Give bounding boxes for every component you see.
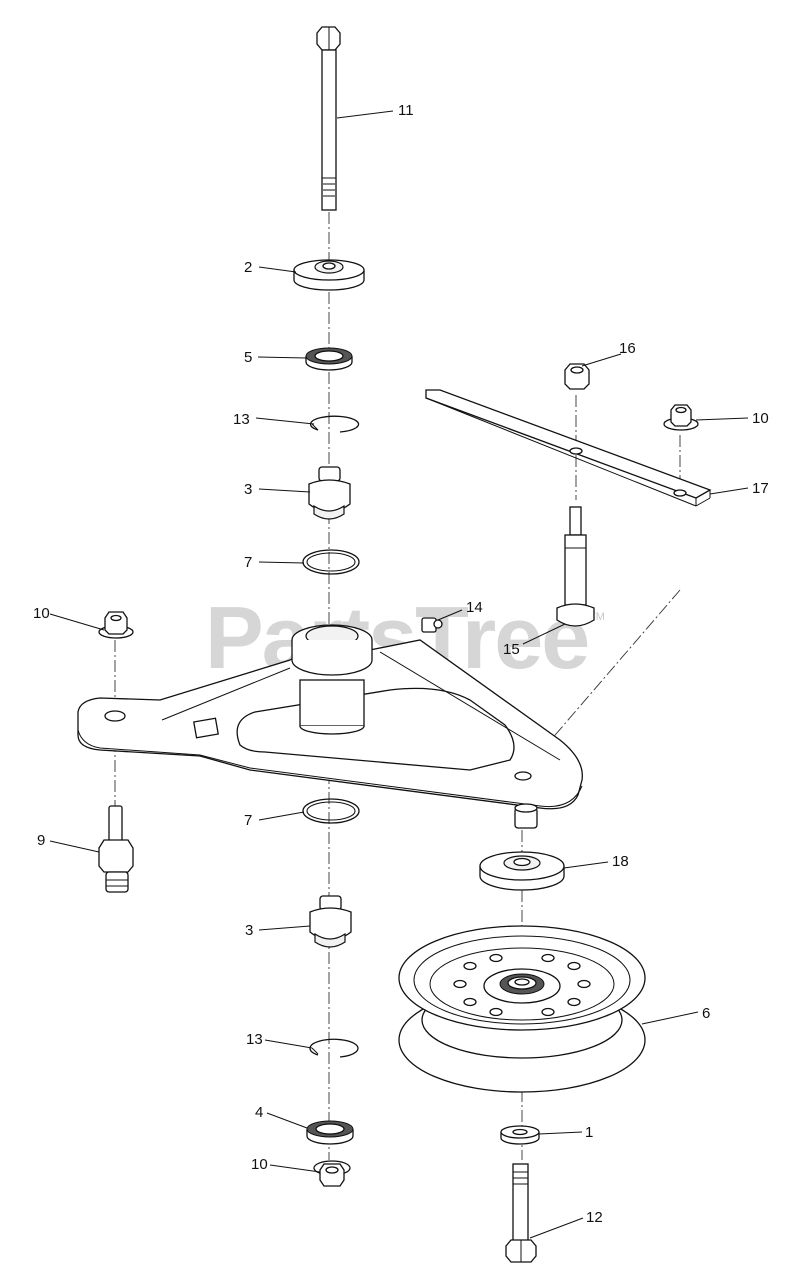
callout-5: 5 — [244, 349, 252, 366]
callout-10-bottom: 10 — [251, 1156, 268, 1173]
cap-part-2[interactable] — [293, 259, 365, 291]
bushing-part-3-upper[interactable] — [308, 466, 351, 520]
spacer-part-18[interactable] — [479, 851, 565, 891]
bolt-part-12[interactable] — [505, 1163, 537, 1263]
washer-part-1[interactable] — [500, 1125, 540, 1145]
callout-17: 17 — [752, 480, 769, 497]
callout-10-strap: 10 — [752, 410, 769, 427]
idler-arm-bracket[interactable] — [77, 624, 583, 829]
callout-7-upper: 7 — [244, 554, 252, 571]
callout-labels: 11 2 5 13 3 7 16 10 17 14 15 10 9 7 18 3… — [33, 102, 769, 1226]
callout-7-lower: 7 — [244, 812, 252, 829]
callout-13-upper: 13 — [233, 411, 250, 428]
grease-fitting-part-14[interactable] — [421, 617, 443, 633]
callout-10-left: 10 — [33, 605, 50, 622]
callout-15: 15 — [503, 641, 520, 658]
nut-part-16[interactable] — [564, 363, 590, 390]
callout-1: 1 — [585, 1124, 593, 1141]
callout-14: 14 — [466, 599, 483, 616]
flange-nut-part-10-strap[interactable] — [663, 404, 699, 431]
leader-lines — [49, 110, 749, 1239]
strap-part-17[interactable] — [425, 389, 712, 507]
callout-12: 12 — [586, 1209, 603, 1226]
shoulder-bolt-part-15[interactable] — [556, 506, 595, 627]
callout-9: 9 — [37, 832, 45, 849]
snap-ring-part-13-upper[interactable] — [309, 415, 360, 433]
callout-11: 11 — [398, 102, 414, 119]
callout-2: 2 — [244, 259, 252, 276]
bolt-part-11[interactable] — [316, 26, 341, 211]
flange-nut-part-10-bottom[interactable] — [313, 1160, 351, 1187]
bushing-part-3-lower[interactable] — [309, 895, 352, 948]
callout-4: 4 — [255, 1104, 263, 1121]
bearing-part-5[interactable] — [305, 347, 353, 371]
pulley-part-6[interactable] — [398, 925, 646, 1093]
callout-3-lower: 3 — [245, 922, 253, 939]
callout-13-lower: 13 — [246, 1031, 263, 1048]
callout-3-upper: 3 — [244, 481, 252, 498]
snap-ring-part-13-lower[interactable] — [309, 1038, 359, 1058]
o-ring-part-7-lower[interactable] — [302, 798, 360, 824]
o-ring-part-7-upper[interactable] — [302, 549, 360, 575]
flange-nut-part-10-left[interactable] — [98, 611, 134, 639]
bearing-part-4[interactable] — [306, 1120, 354, 1145]
callout-16: 16 — [619, 340, 636, 357]
pulley-holes — [453, 953, 591, 1017]
stud-part-9[interactable] — [98, 805, 134, 893]
callout-18: 18 — [612, 853, 629, 870]
callout-6: 6 — [702, 1005, 710, 1022]
